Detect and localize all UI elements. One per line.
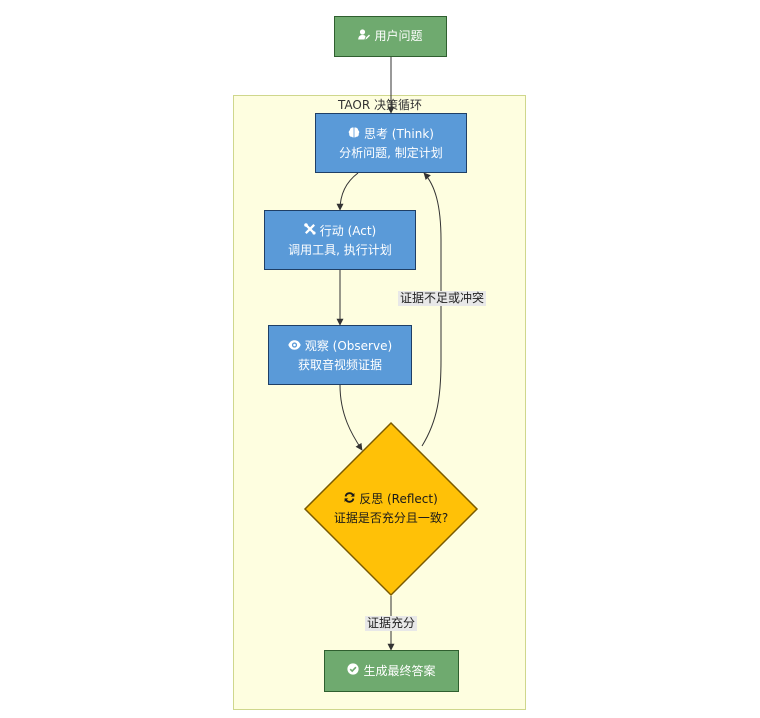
observe-node: 观察 (Observe) 获取音视频证据 xyxy=(268,325,412,385)
act-node: 行动 (Act) 调用工具, 执行计划 xyxy=(264,210,416,270)
edge-observe-reflect xyxy=(339,384,363,451)
think-node: 思考 (Think) 分析问题, 制定计划 xyxy=(315,113,467,173)
think-title: 思考 (Think) xyxy=(363,126,434,141)
brain-icon xyxy=(348,126,360,144)
act-desc: 调用工具, 执行计划 xyxy=(288,242,392,257)
edge-label-sufficient: 证据充分 xyxy=(365,616,418,631)
edge-reflect-think xyxy=(421,172,442,447)
taor-cluster xyxy=(233,95,526,710)
edge-think-act xyxy=(336,172,359,211)
observe-desc: 获取音视频证据 xyxy=(297,357,382,372)
answer-label: 生成最终答案 xyxy=(363,663,436,678)
answer-node: 生成最终答案 xyxy=(324,650,459,692)
tools-icon xyxy=(303,222,316,241)
sync-icon xyxy=(344,491,355,509)
reflect-diamond xyxy=(303,421,479,597)
observe-title: 观察 (Observe) xyxy=(304,338,393,353)
start-label: 用户问题 xyxy=(374,29,423,43)
think-desc: 分析问题, 制定计划 xyxy=(339,145,443,160)
eye-icon xyxy=(288,338,301,356)
edge-label-insufficient: 证据不足或冲突 xyxy=(398,291,487,306)
cluster-title: TAOR 决策循环 xyxy=(338,98,422,112)
user-edit-icon xyxy=(358,28,371,46)
start-node: 用户问题 xyxy=(334,16,447,57)
reflect-text: 反思 (Reflect) 证据是否充分且一致? xyxy=(306,490,476,527)
act-title: 行动 (Act) xyxy=(319,223,377,238)
reflect-title: 反思 (Reflect) xyxy=(359,492,438,506)
reflect-desc: 证据是否充分且一致? xyxy=(333,511,449,525)
check-circle-icon xyxy=(347,662,360,681)
